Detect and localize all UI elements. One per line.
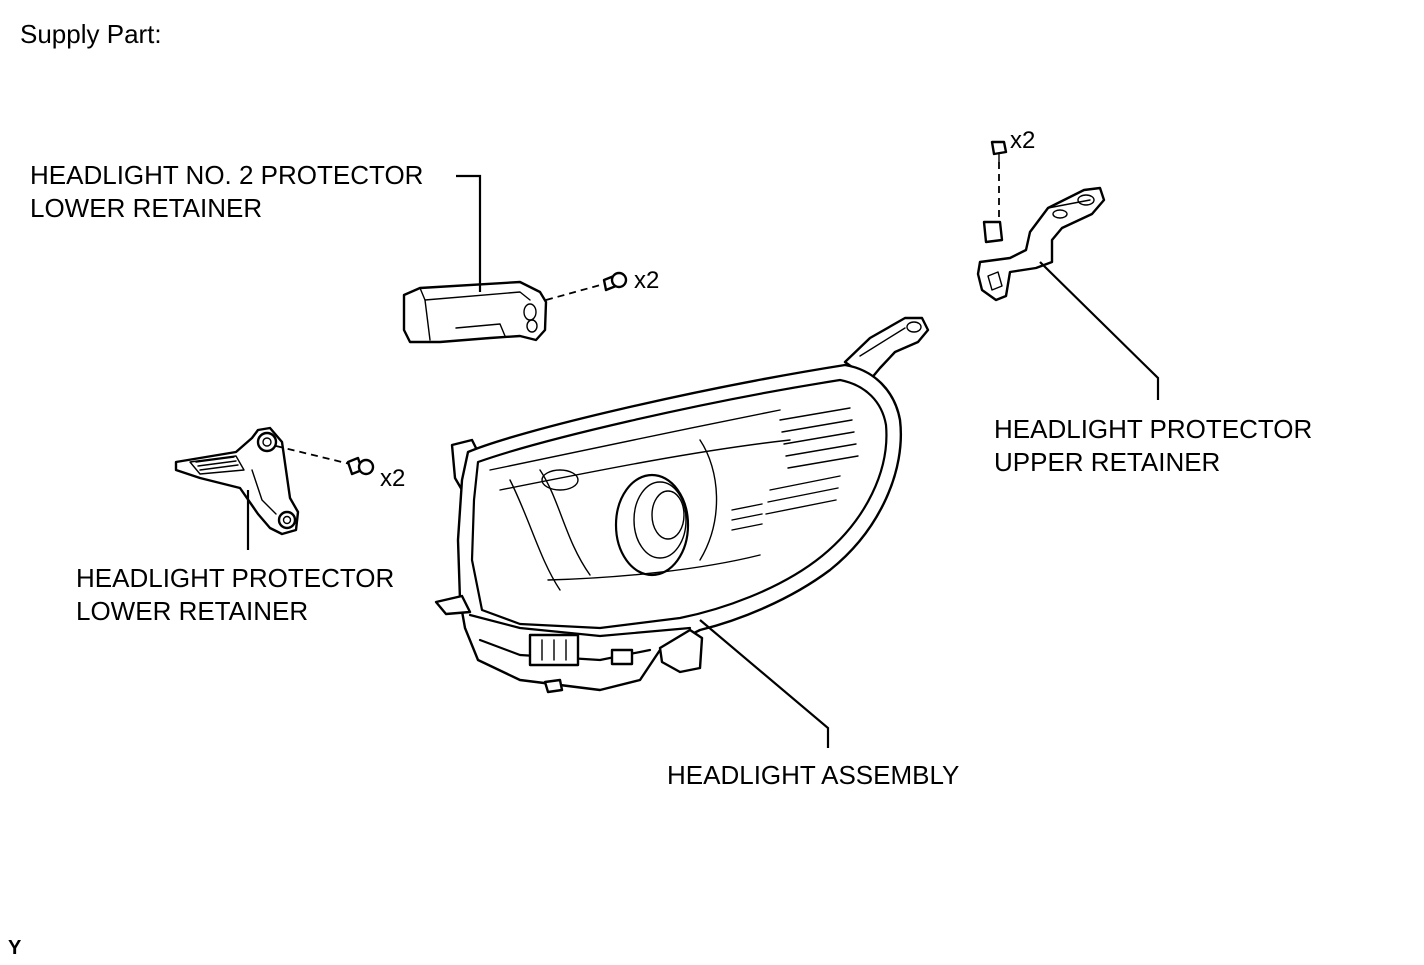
headlight-assembly-illustration	[434, 316, 930, 694]
leader-lines	[246, 174, 1160, 748]
label-protector-lower-retainer-line2: LOWER RETAINER	[76, 596, 309, 626]
quantity-no2-retainer-bolts: x2	[634, 267, 660, 294]
label-protector-lower-retainer-line1: HEADLIGHT PROTECTOR	[76, 563, 395, 593]
label-protector-upper-retainer-line2: UPPER RETAINER	[994, 447, 1221, 477]
figure-code: Y	[8, 937, 22, 959]
label-no2-protector-lower-retainer-line2: LOWER RETAINER	[30, 193, 263, 223]
label-no2-protector-lower-retainer-line1: HEADLIGHT NO. 2 PROTECTOR	[30, 160, 424, 190]
protector-lower-retainer-illustration	[174, 426, 375, 536]
no2-protector-lower-retainer-illustration	[402, 271, 628, 344]
quantity-upper-retainer-bolts: x2	[1010, 127, 1036, 154]
label-protector-upper-retainer-line1: HEADLIGHT PROTECTOR	[994, 414, 1313, 444]
supply-part-title: Supply Part:	[20, 19, 162, 49]
quantity-lower-retainer-bolts: x2	[380, 465, 406, 492]
protector-upper-retainer-illustration	[976, 140, 1106, 302]
label-headlight-assembly: HEADLIGHT ASSEMBLY	[667, 760, 960, 790]
